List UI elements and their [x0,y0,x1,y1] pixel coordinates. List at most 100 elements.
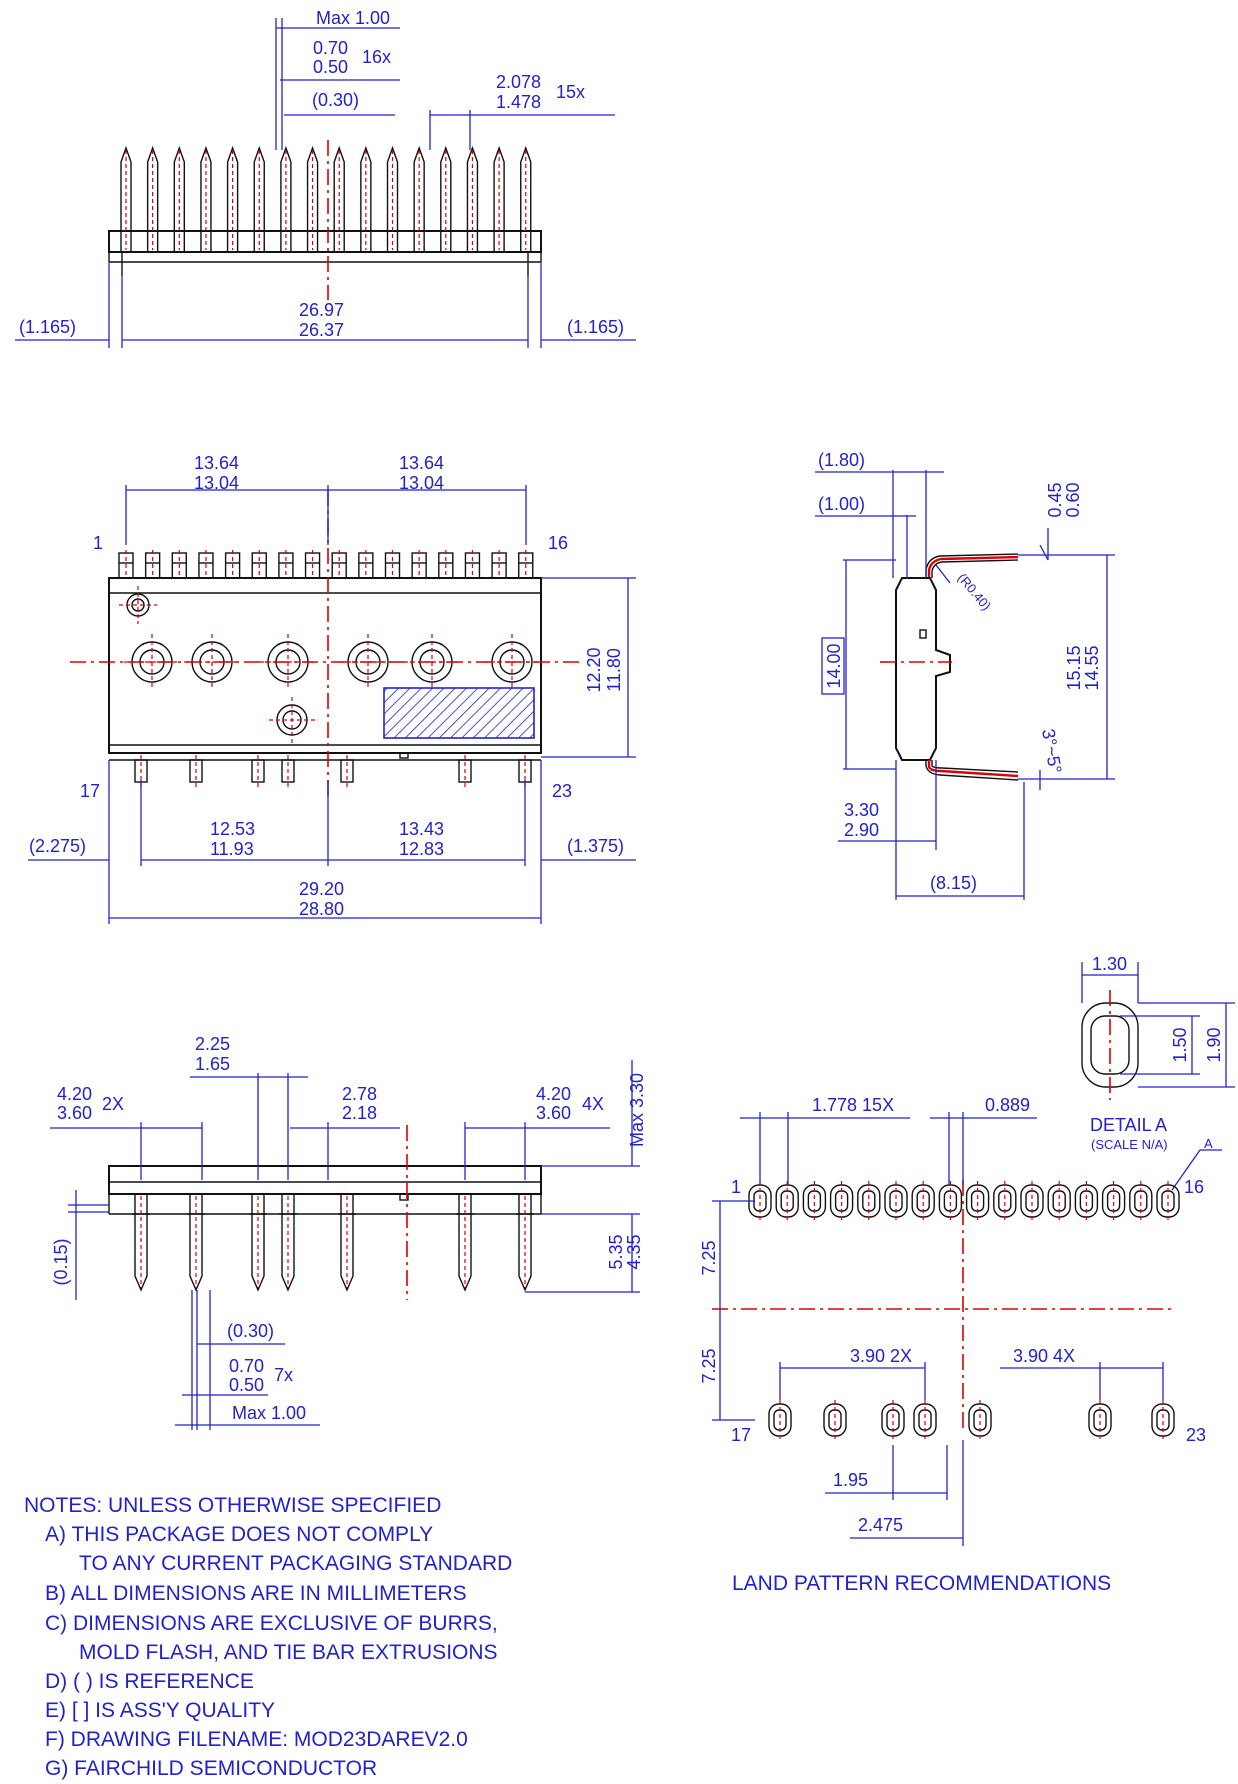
land-pin-label-1: 1 [731,1177,741,1197]
front-view-lead [187,1194,205,1292]
dim-body-thick-b: 2.90 [844,820,879,840]
top-view-lead [223,145,242,253]
dim-body-height-a: 12.20 [584,647,604,692]
land-pad [911,1181,935,1221]
front-view-lead [279,1194,297,1292]
dim-top-span-left-b: 13.04 [194,473,239,493]
dim-pitch-mid-b: 2.18 [342,1103,377,1123]
note-b: B) ALL DIMENSIONS ARE IN MILLIMETERS [45,1582,467,1605]
dim-land-pitch-bottom-right: 3.90 4X [1013,1346,1075,1366]
dim-body-thick-max: Max 3.30 [627,1073,647,1147]
note-f: F) DRAWING FILENAME: MOD23DAREV2.0 [45,1728,468,1751]
top-view-lead [303,145,322,253]
dim-pitch-b: 1.478 [496,92,541,112]
dim-lead-width-b: 0.50 [313,57,348,77]
dim-land-pitch-top: 1.778 15X [812,1095,894,1115]
top-view-lead [383,145,402,253]
note-g: G) FAIRCHILD SEMICONDUCTOR [45,1757,377,1780]
dim-offset-left: (2.275) [29,836,86,856]
notes: NOTES: UNLESS OTHERWISE SPECIFIED A) THI… [24,1494,512,1780]
land-pad [884,1181,908,1221]
plan-view: 13.64 13.04 13.64 13.04 1 16 17 23 12.20… [28,453,636,924]
dim-pitch-left-a: 4.20 [57,1084,92,1104]
pin-label-1: 1 [93,533,103,553]
top-view: Max 1.00 0.70 0.50 16x (0.30) 2.078 1.47… [15,8,636,348]
note-a-line-1: A) THIS PACKAGE DOES NOT COMPLY [45,1523,433,1546]
land-pad [913,1400,937,1440]
dim-body-height: 14.00 [824,643,844,688]
top-view-lead [276,145,295,253]
land-pad [881,1400,905,1440]
dim-pitch-left-count: 2X [102,1094,124,1114]
label-area [383,687,535,739]
dim-standoff: (0.15) [51,1238,71,1285]
dim-row-offset-top: 7.25 [699,1240,719,1275]
front-view-lead [132,1194,150,1292]
land-pad [1020,1181,1044,1221]
top-view-lead [410,145,429,253]
land-pad [1074,1181,1099,1221]
dim-lead-tip: (0.30) [312,90,359,110]
dim-top-span-left-a: 13.64 [194,453,239,473]
dim-row-offset-bottom: 7.25 [699,1348,719,1383]
land-pad [1101,1181,1126,1221]
dim-lead-span-a: 15.15 [1064,645,1084,690]
mounting-hole [340,634,396,690]
dim-bottom-span-left-b: 11.93 [210,839,254,859]
dim-overhang-right: (1.165) [567,317,624,337]
top-view-lead [196,145,215,253]
dim-body-height-b: 11.80 [604,648,624,692]
dim-length-b: 26.37 [299,320,344,340]
note-d: D) ( ) IS REFERENCE [45,1670,254,1693]
dim-front-lead-tip: (0.30) [227,1321,274,1341]
land-pattern: 1.778 15X 0.889 1 16 17 23 7.25 7.25 3.9… [699,1095,1206,1595]
dim-pitch-count: 15x [556,82,585,102]
dim-land-b: 2.475 [858,1515,903,1535]
land-pad [1156,1181,1180,1221]
dim-overhang-left: (1.165) [19,317,76,337]
land-pad [1151,1400,1175,1440]
dim-lead-width-max: Max 1.00 [316,8,390,28]
dim-front-lead-width-a: 0.70 [229,1356,264,1376]
dim-land-half-pitch: 0.889 [985,1095,1030,1115]
land-pad [775,1181,799,1221]
land-pad [993,1181,1017,1221]
note-e: E) [ ] IS ASS'Y QUALITY [45,1699,275,1722]
dim-pad-height-a: 1.50 [1170,1027,1190,1062]
pin-label-17: 17 [80,781,100,801]
dim-pitch-a: 2.078 [496,72,541,92]
dim-bottom-span-left-a: 12.53 [210,819,255,839]
dim-lead-width-count: 16x [362,47,391,67]
dim-bend-radius: (R0.40) [955,570,994,613]
side-view-body [895,577,951,761]
detail-ref: A [1204,1136,1213,1151]
land-pad [965,1181,990,1221]
dim-lead-gap-a: 2.25 [195,1034,230,1054]
dim-offset-right: (1.375) [567,836,624,856]
detail-a: 1.30 1.50 1.90 DETAIL A (SCALE N/A) A [1081,954,1235,1191]
dim-front-lead-width-b: 0.50 [229,1375,264,1395]
land-pad [823,1400,847,1440]
detail-title: DETAIL A [1090,1115,1167,1135]
dim-lead-len-a: 5.35 [606,1234,626,1269]
detail-scale: (SCALE N/A) [1091,1137,1168,1152]
dim-front-lead-width-max: Max 1.00 [232,1403,306,1423]
note-c-line-1: C) DIMENSIONS ARE EXCLUSIVE OF BURRS, [45,1612,498,1635]
land-pad [768,1400,792,1440]
dim-pad-height-b: 1.90 [1204,1027,1224,1062]
land-pad [1088,1400,1112,1440]
front-view-body [108,1165,542,1195]
dim-pitch-mid-a: 2.78 [342,1084,377,1104]
land-pad [1129,1181,1153,1221]
top-view-lead [170,145,189,253]
notes-heading: NOTES: UNLESS OTHERWISE SPECIFIED [24,1494,441,1517]
detail-pad-inner [1090,1015,1130,1075]
land-pad [829,1181,854,1221]
dim-front-lead-width-count: 7x [274,1365,293,1385]
top-view-lead [330,145,349,253]
pin-label-23: 23 [552,781,572,801]
land-pad [1047,1181,1071,1221]
mounting-hole [269,697,315,743]
front-view: 4.20 3.60 2X 2.25 1.65 2.78 2.18 4.20 3.… [50,1034,647,1430]
